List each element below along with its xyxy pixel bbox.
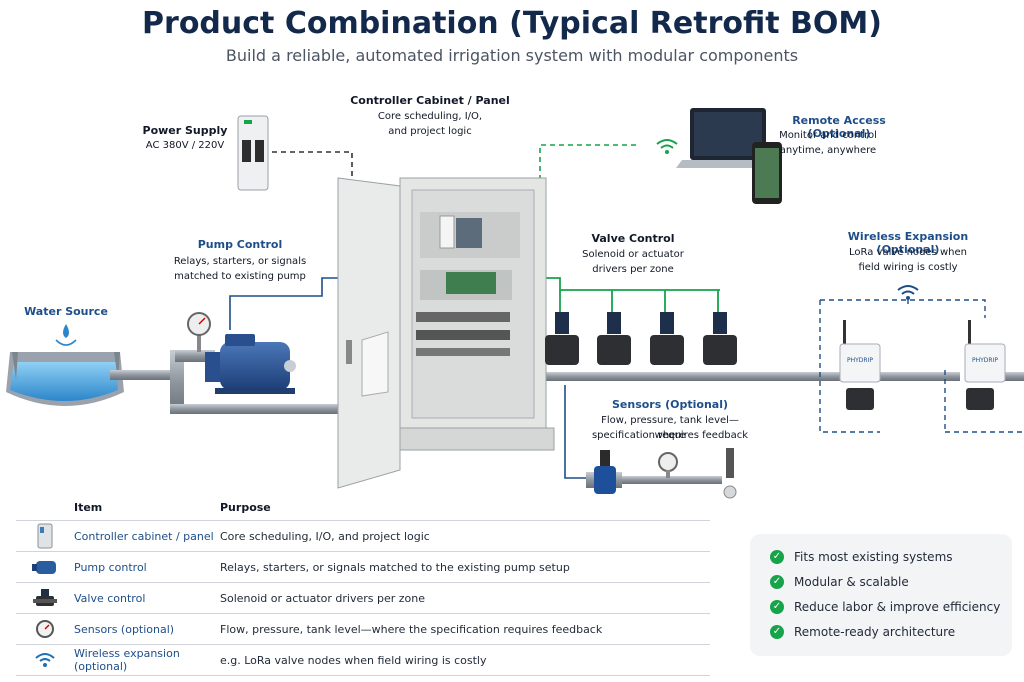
pump-body-2: matched to existing pump [174,271,306,282]
controller-title: Controller Cabinet / Panel [350,94,510,107]
wireless-boundary [819,299,1022,433]
page-title: Product Combination (Typical Retrofit BO… [142,6,882,41]
wifi-icon-wireless [897,285,919,300]
wireless-body-2: field wiring is costly [858,262,958,273]
page-subtitle: Build a reliable, automated irrigation s… [225,46,799,65]
header-purpose: Purpose [220,500,271,514]
remote-body-2: anytime, anywhere [779,145,877,156]
sensors-title: Sensors (Optional) [611,398,728,411]
pump-icon [16,558,74,576]
cabinet-icon [16,523,74,549]
benefit-item: ✓ Modular & scalable [750,569,1012,594]
table-row: Controller cabinet / panel Core scheduli… [16,521,710,552]
header-item: Item [74,500,103,514]
check-icon: ✓ [770,599,784,614]
row-purpose: Flow, pressure, tank level—where the spe… [220,622,603,636]
svg-text:PHYDRIP: PHYDRIP [847,357,873,364]
sensor-wire [564,385,590,479]
bom-table: Item Purpose Controller cabinet / panel … [16,494,710,676]
benefit-item: ✓ Reduce labor & improve efficiency [750,594,1012,619]
controller-cabinet [337,177,555,489]
benefit-item: ✓ Remote-ready architecture [750,619,1012,644]
check-icon: ✓ [770,549,784,564]
water-drop-icon [55,324,77,346]
benefit-item: ✓ Fits most existing systems [750,544,1012,569]
sensors-body-2: specification requires feedback [591,430,749,441]
sensors-body-1: Flow, pressure, tank level—where [601,415,739,441]
row-item: Pump control [74,560,147,574]
lora-node-2: PHYDRIP [964,320,1006,410]
row-purpose: Core scheduling, I/O, and project logic [220,529,430,543]
remote-wire [539,144,640,180]
valve-body-1: Solenoid or actuator [582,249,684,260]
row-item: Wireless expansion (optional) [74,647,180,673]
check-icon: ✓ [770,574,784,589]
valve-manifold [545,312,737,365]
row-item: Controller cabinet / panel [74,529,214,543]
check-icon: ✓ [770,624,784,639]
pump-title: Pump Control [197,238,283,251]
power-supply-title: Power Supply [142,124,228,137]
svg-text:PHYDRIP: PHYDRIP [972,357,998,364]
power-wire [272,151,353,178]
smartphone [752,142,782,204]
pressure-sensor [622,452,722,484]
table-header: Item Purpose [16,494,710,521]
power-supply-body: AC 380V / 220V [145,140,225,151]
wifi-icon-remote [656,139,678,154]
lora-node-1: PHYDRIP [839,320,881,410]
circuit-breaker [237,115,269,191]
system-diagram: PHYDRIP PHYDRIP [6,108,1024,499]
wireless-body-1: LoRa valve nodes when [849,247,967,258]
table-row: Sensors (optional) Flow, pressure, tank … [16,614,710,645]
wireless-title: Wireless Expansion (Optional) [847,230,969,256]
table-row: Valve control Solenoid or actuator drive… [16,583,710,614]
flow-meter [586,450,622,494]
valve-icon [16,588,74,608]
table-row: Pump control Relays, starters, or signal… [16,552,710,583]
wifi-icon [16,652,74,668]
remote-title: Remote Access (Optional) [792,114,886,140]
pump [205,334,296,394]
row-item: Valve control [74,591,146,605]
valve-title: Valve Control [591,232,675,245]
table-row: Wireless expansion (optional) e.g. LoRa … [16,645,710,676]
row-purpose: e.g. LoRa valve nodes when field wiring … [220,653,487,667]
pump-wire [229,277,345,330]
controller-body-1: Core scheduling, I/O, [377,111,483,122]
water-source-title: Water Source [24,305,108,318]
valve-body-2: drivers per zone [592,264,674,275]
row-item: Sensors (optional) [74,622,175,636]
row-purpose: Relays, starters, or signals matched to … [220,560,570,574]
gauge-icon [16,619,74,639]
benefits-panel: ✓ Fits most existing systems ✓ Modular &… [750,534,1012,656]
pump-body-1: Relays, starters, or signals [173,256,307,267]
valve-wire [545,277,720,291]
controller-body-2: and project logic [388,126,472,137]
pressure-gauge [187,312,211,352]
remote-body-1: Monitor and control [779,130,877,141]
row-purpose: Solenoid or actuator drivers per zone [220,591,425,605]
water-tank [6,352,124,406]
level-sensor [723,448,737,499]
